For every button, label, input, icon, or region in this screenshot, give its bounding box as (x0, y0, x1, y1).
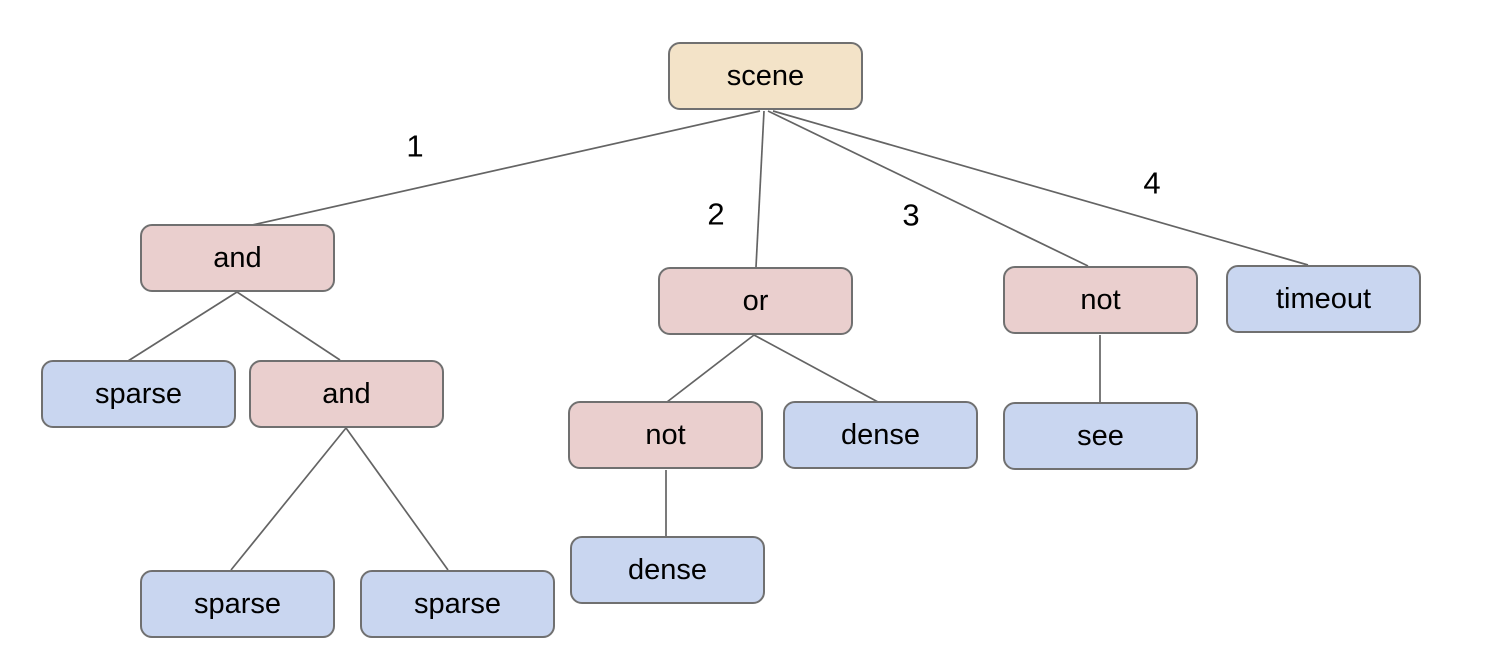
edge-scene-and (247, 110, 761, 227)
node-dense-1: dense (783, 401, 978, 469)
node-and-2: and (249, 360, 444, 428)
edge-and2-sparse2 (230, 427, 347, 571)
edge-label-3: 3 (902, 197, 920, 233)
edge-and2-sparse3 (345, 427, 449, 571)
edge-label-4: 4 (1143, 165, 1161, 201)
edge-scene-or (755, 110, 765, 268)
edge-scene-not (767, 110, 1089, 267)
node-see-1: see (1003, 402, 1198, 470)
edge-or-not (666, 334, 755, 403)
edge-and-and (236, 291, 341, 361)
node-sparse-3: sparse (360, 570, 555, 638)
node-and-1: and (140, 224, 335, 292)
node-or-1: or (658, 267, 853, 335)
node-sparse-1: sparse (41, 360, 236, 428)
edge-scene-timeout (772, 110, 1309, 266)
edge-label-2: 2 (707, 196, 725, 232)
edge-label-1: 1 (406, 128, 424, 164)
node-timeout-1: timeout (1226, 265, 1421, 333)
node-not-1: not (1003, 266, 1198, 334)
node-dense-2: dense (570, 536, 765, 604)
node-not-2: not (568, 401, 763, 469)
edge-and-sparse (127, 291, 238, 362)
edge-or-dense (753, 334, 879, 403)
node-sparse-2: sparse (140, 570, 335, 638)
node-scene: scene (668, 42, 863, 110)
